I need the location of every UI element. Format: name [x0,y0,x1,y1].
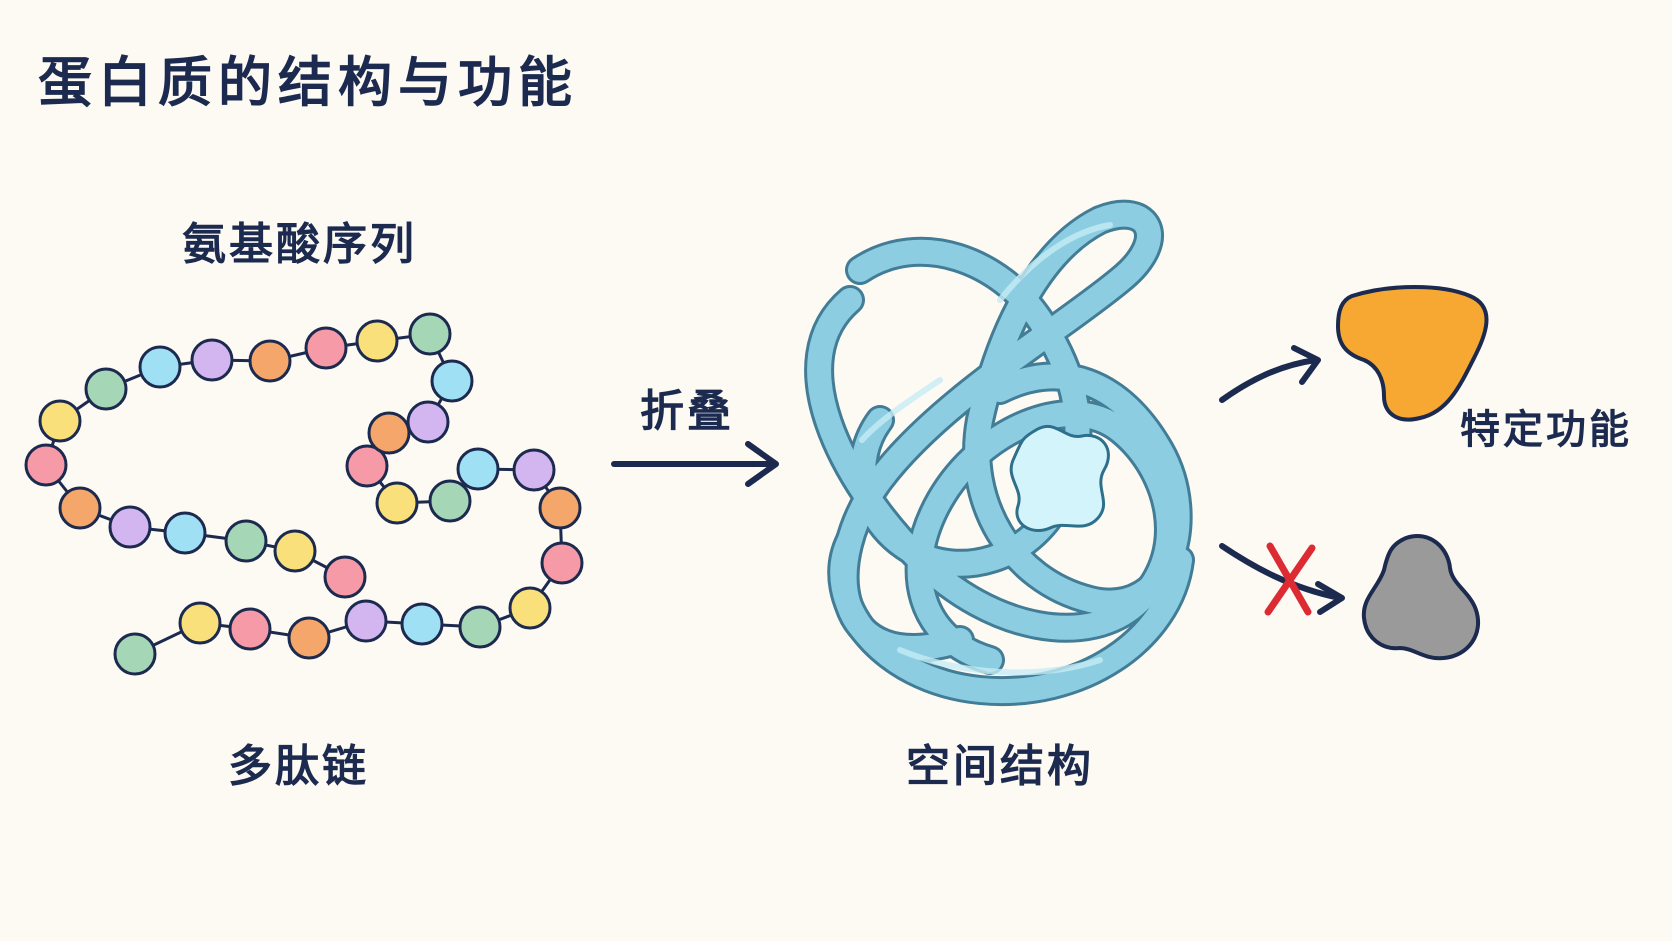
arrow-up-right-icon [1219,357,1319,403]
amino-acid-bead [408,312,452,356]
spatial-structure-label: 空间结构 [906,741,1094,792]
amino-acid-bead [367,411,411,455]
amino-acid-bead [512,448,556,492]
arrow-down-right-icon-head [1315,581,1345,615]
polypeptide-label: 多肽链 [228,741,369,792]
amino-acid-bead [138,345,182,389]
amino-acid-bead [538,486,582,530]
amino-acid-bead [540,541,584,585]
active-site [1009,424,1110,532]
nonfunctional-protein-shape [1361,534,1480,661]
amino-acid-bead [458,605,502,649]
amino-acid-bead [287,616,331,660]
folded-protein-ribbon [804,199,1195,707]
amino-acid-bead [375,481,419,525]
amino-acid-sequence-label: 氨基酸序列 [182,219,417,270]
specific-function-label: 特定功能 [1460,407,1632,453]
amino-acid-bead [456,447,500,491]
amino-acid-bead [224,519,268,563]
amino-acid-bead [428,479,472,523]
amino-acid-bead [248,339,292,383]
amino-acid-beads [24,312,584,676]
amino-acid-bead [58,486,102,530]
amino-acid-bead [344,599,388,643]
amino-acid-bead [163,511,207,555]
cross-icon [1264,542,1316,616]
amino-acid-bead [345,444,389,488]
page-title: 蛋白质的结构与功能 [38,51,578,114]
folding-label: 折叠 [640,386,734,437]
amino-acid-bead [508,586,552,630]
amino-acid-bead [273,529,317,573]
amino-acid-bead [430,359,474,403]
amino-acid-bead [190,338,234,382]
amino-acid-bead [113,632,157,676]
amino-acid-bead [178,601,222,645]
amino-acid-bead [355,319,399,363]
polypeptide-chain [24,312,584,676]
amino-acid-bead [228,607,272,651]
amino-acid-bead [38,399,82,443]
amino-acid-bead [304,326,348,370]
amino-acid-bead [406,400,450,444]
amino-acid-bead [400,602,444,646]
amino-acid-bead [24,443,68,487]
amino-acid-bead [84,367,128,411]
arrow-right-icon [611,441,779,487]
functional-protein-shape [1335,285,1489,422]
amino-acid-bead [323,555,367,599]
arrow-down-right-icon [1219,543,1343,601]
amino-acid-bead [108,505,152,549]
arrow-up-right-icon-head [1291,345,1321,385]
